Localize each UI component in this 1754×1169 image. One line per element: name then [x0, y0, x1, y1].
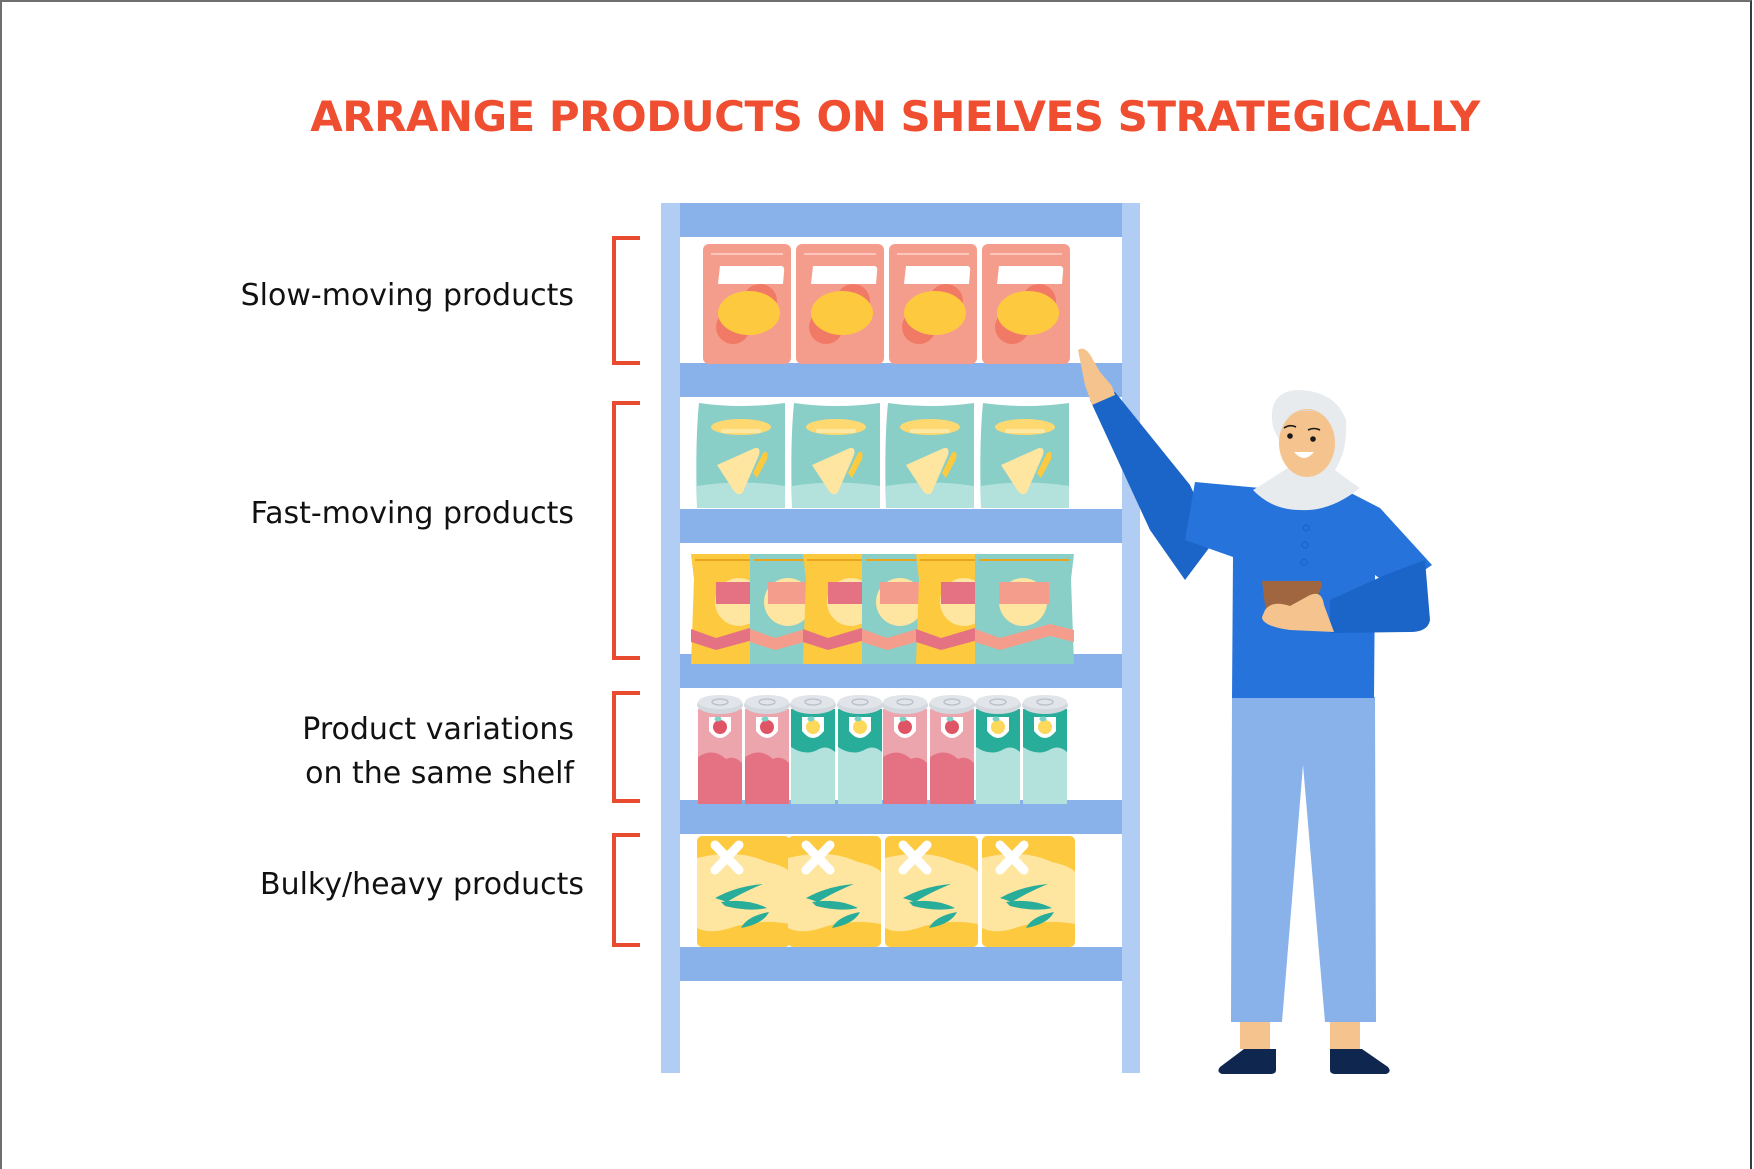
eye-right: [1310, 436, 1316, 442]
label-fast-moving-text: Fast-moving products: [250, 496, 574, 531]
shelf-upright-left: [661, 203, 680, 1073]
label-bulky-heavy: Bulky/heavy products: [260, 863, 584, 907]
face: [1279, 409, 1335, 477]
raised-arm: [1090, 392, 1215, 580]
shelf-bulky-heavy-products: [697, 836, 1075, 947]
shelf-beam-2: [680, 509, 1122, 543]
shelf-beam-4: [680, 800, 1122, 834]
label-fast-moving: Fast-moving products: [251, 492, 574, 536]
label-product-variations-line2: on the same shelf: [305, 756, 574, 791]
pointing-hand: [1078, 348, 1115, 405]
label-slow-moving: Slow-moving products: [241, 274, 574, 318]
shelf-top-beam: [680, 203, 1122, 237]
shelf-beam-5: [680, 947, 1122, 981]
bracket-bulky-heavy: [612, 833, 640, 947]
person-figure: [1078, 348, 1432, 1074]
bracket-fast-moving: [612, 401, 640, 660]
label-product-variations: Product variations on the same shelf: [302, 708, 574, 796]
eye-left: [1287, 433, 1293, 439]
bracket-slow-moving: [612, 236, 640, 365]
shoe-left: [1218, 1049, 1276, 1074]
holding-hand: [1262, 593, 1334, 632]
bracket-product-variations: [612, 691, 640, 803]
label-bulky-heavy-text: Bulky/heavy products: [259, 867, 584, 902]
smile: [1294, 452, 1314, 458]
shelf-product-variations: [696, 694, 1069, 805]
shelf-upright-right: [1122, 203, 1140, 1073]
shelf-fast-moving-products-2: [690, 553, 1074, 665]
page-title: ARRANGE PRODUCTS ON SHELVES STRATEGICALL…: [310, 92, 1480, 141]
shelf-fast-moving-products-1: [696, 403, 1069, 508]
shelf-beam-1: [680, 363, 1122, 397]
pants: [1231, 697, 1376, 1022]
shelf-slow-moving-products: [703, 244, 1070, 364]
shoe-right: [1330, 1049, 1390, 1074]
label-slow-moving-text: Slow-moving products: [240, 278, 574, 313]
label-product-variations-line1: Product variations: [302, 712, 574, 747]
